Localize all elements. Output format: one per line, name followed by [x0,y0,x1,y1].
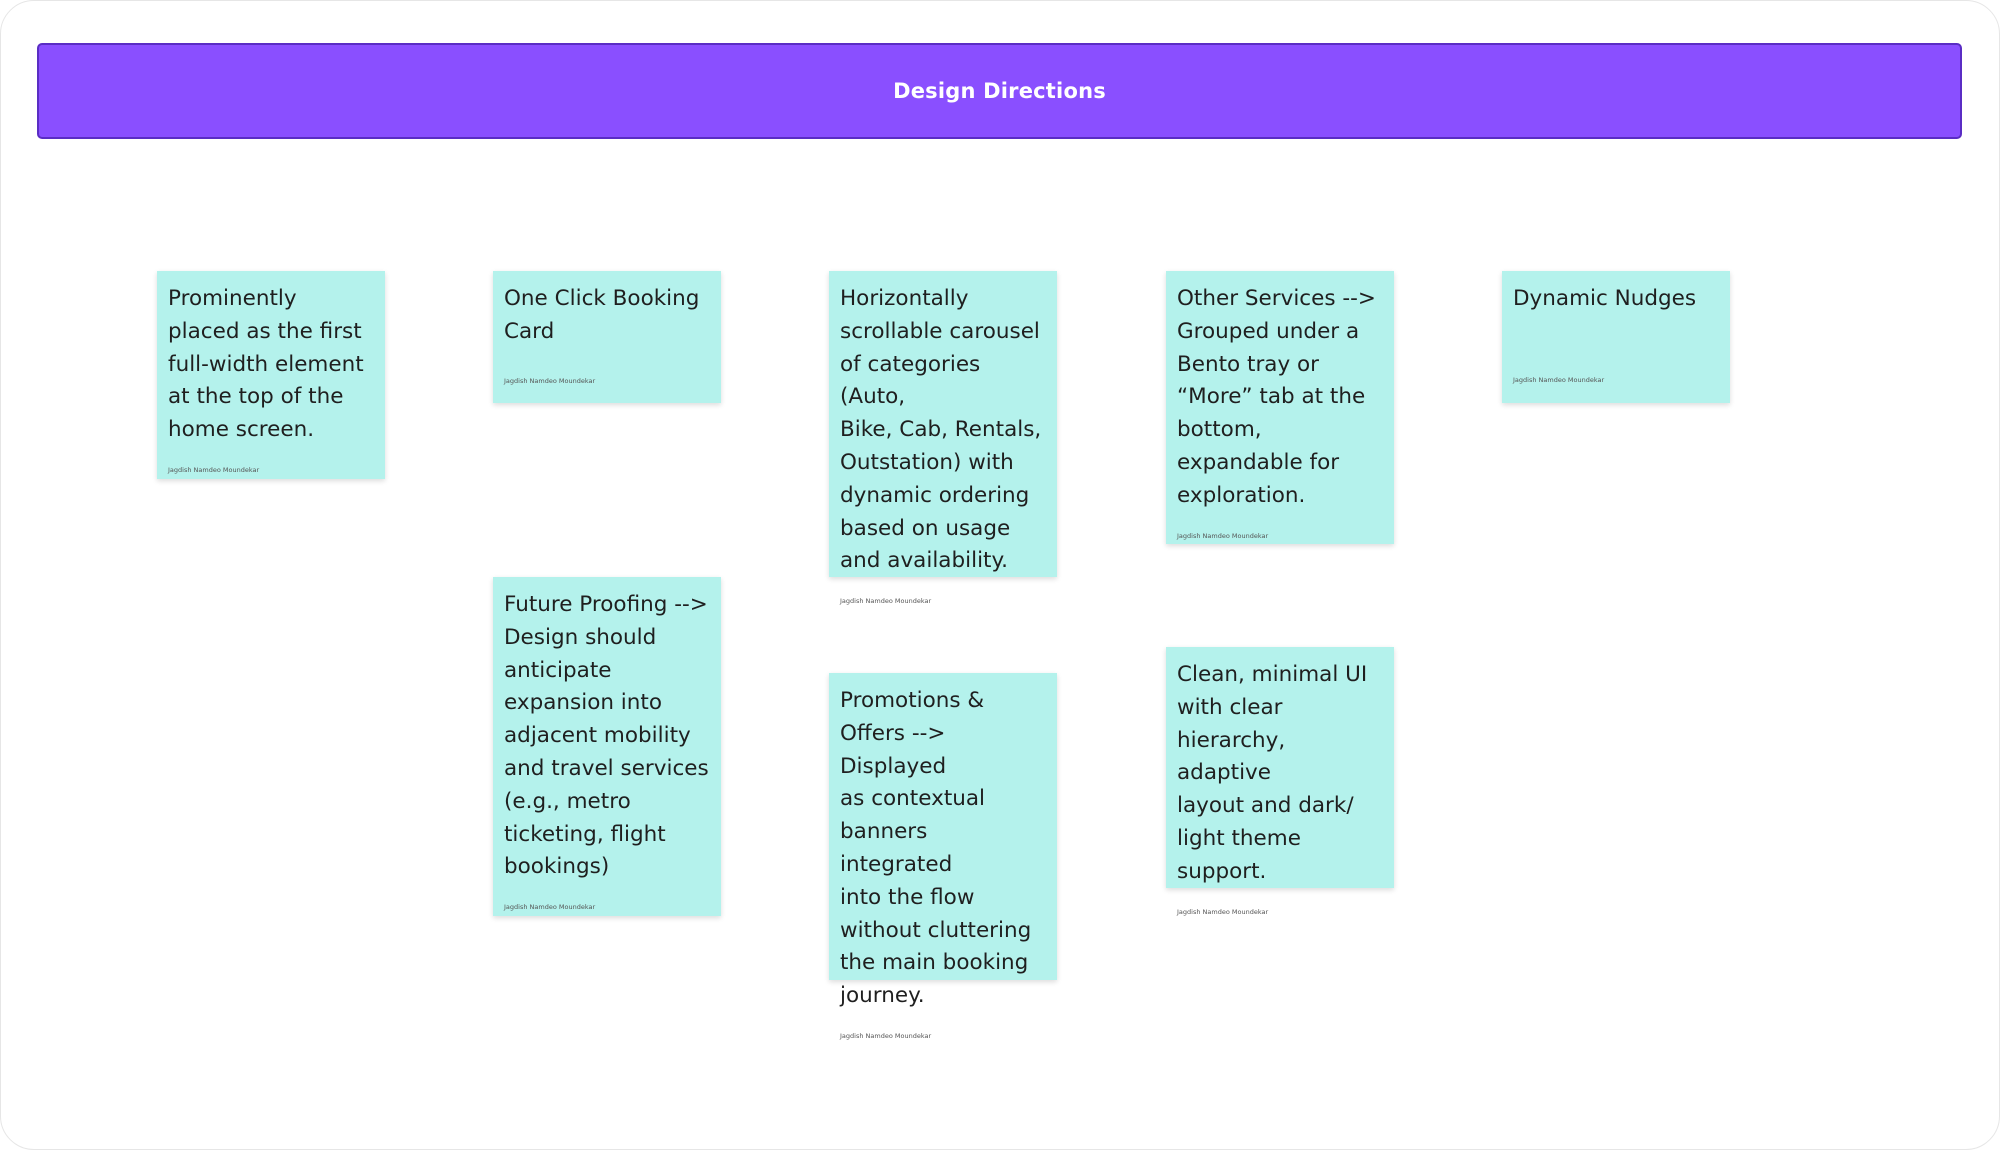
sticky-note[interactable]: Promotions & Offers --> Displayed as con… [829,673,1057,1040]
sticky-note[interactable]: One Click Booking Card Jagdish Namdeo Mo… [493,271,721,403]
sticky-note[interactable]: Dynamic Nudges Jagdish Namdeo Moundekar [1502,271,1730,403]
sticky-note-text: Promotions & Offers --> Displayed as con… [840,688,1032,1009]
sticky-note-text: Other Services --> Grouped under a Bento… [1177,286,1376,508]
sticky-note-author: Jagdish Namdeo Moundekar [1513,375,1605,384]
sticky-note-text: One Click Booking Card [504,286,700,344]
section-title: Design Directions [893,79,1106,103]
sticky-note[interactable]: Other Services --> Grouped under a Bento… [1166,271,1394,544]
sticky-note-author: Jagdish Namdeo Moundekar [1177,907,1269,916]
sticky-note-author: Jagdish Namdeo Moundekar [1177,531,1269,540]
sticky-note-author: Jagdish Namdeo Moundekar [840,1031,932,1040]
sticky-note[interactable]: Future Proofing --> Design should antici… [493,577,721,916]
sticky-note-text: Future Proofing --> Design should antici… [504,592,709,880]
sticky-note-text: Clean, minimal UI with clear hierarchy, … [1177,662,1368,884]
sticky-note-text: Dynamic Nudges [1513,286,1697,311]
section-header-banner[interactable]: Design Directions [37,43,1962,139]
sticky-note-author: Jagdish Namdeo Moundekar [504,903,596,912]
sticky-note[interactable]: Prominently placed as the first full-wid… [157,271,385,479]
sticky-note[interactable]: Clean, minimal UI with clear hierarchy, … [1166,647,1394,916]
sticky-note-author: Jagdish Namdeo Moundekar [504,376,596,385]
sticky-note[interactable]: Horizontally scrollable carousel of cate… [829,271,1057,605]
sticky-note-text: Prominently placed as the first full-wid… [168,286,364,443]
sticky-note-author: Jagdish Namdeo Moundekar [168,465,260,474]
sticky-note-author: Jagdish Namdeo Moundekar [840,597,932,606]
sticky-note-text: Horizontally scrollable carousel of cate… [840,286,1042,574]
